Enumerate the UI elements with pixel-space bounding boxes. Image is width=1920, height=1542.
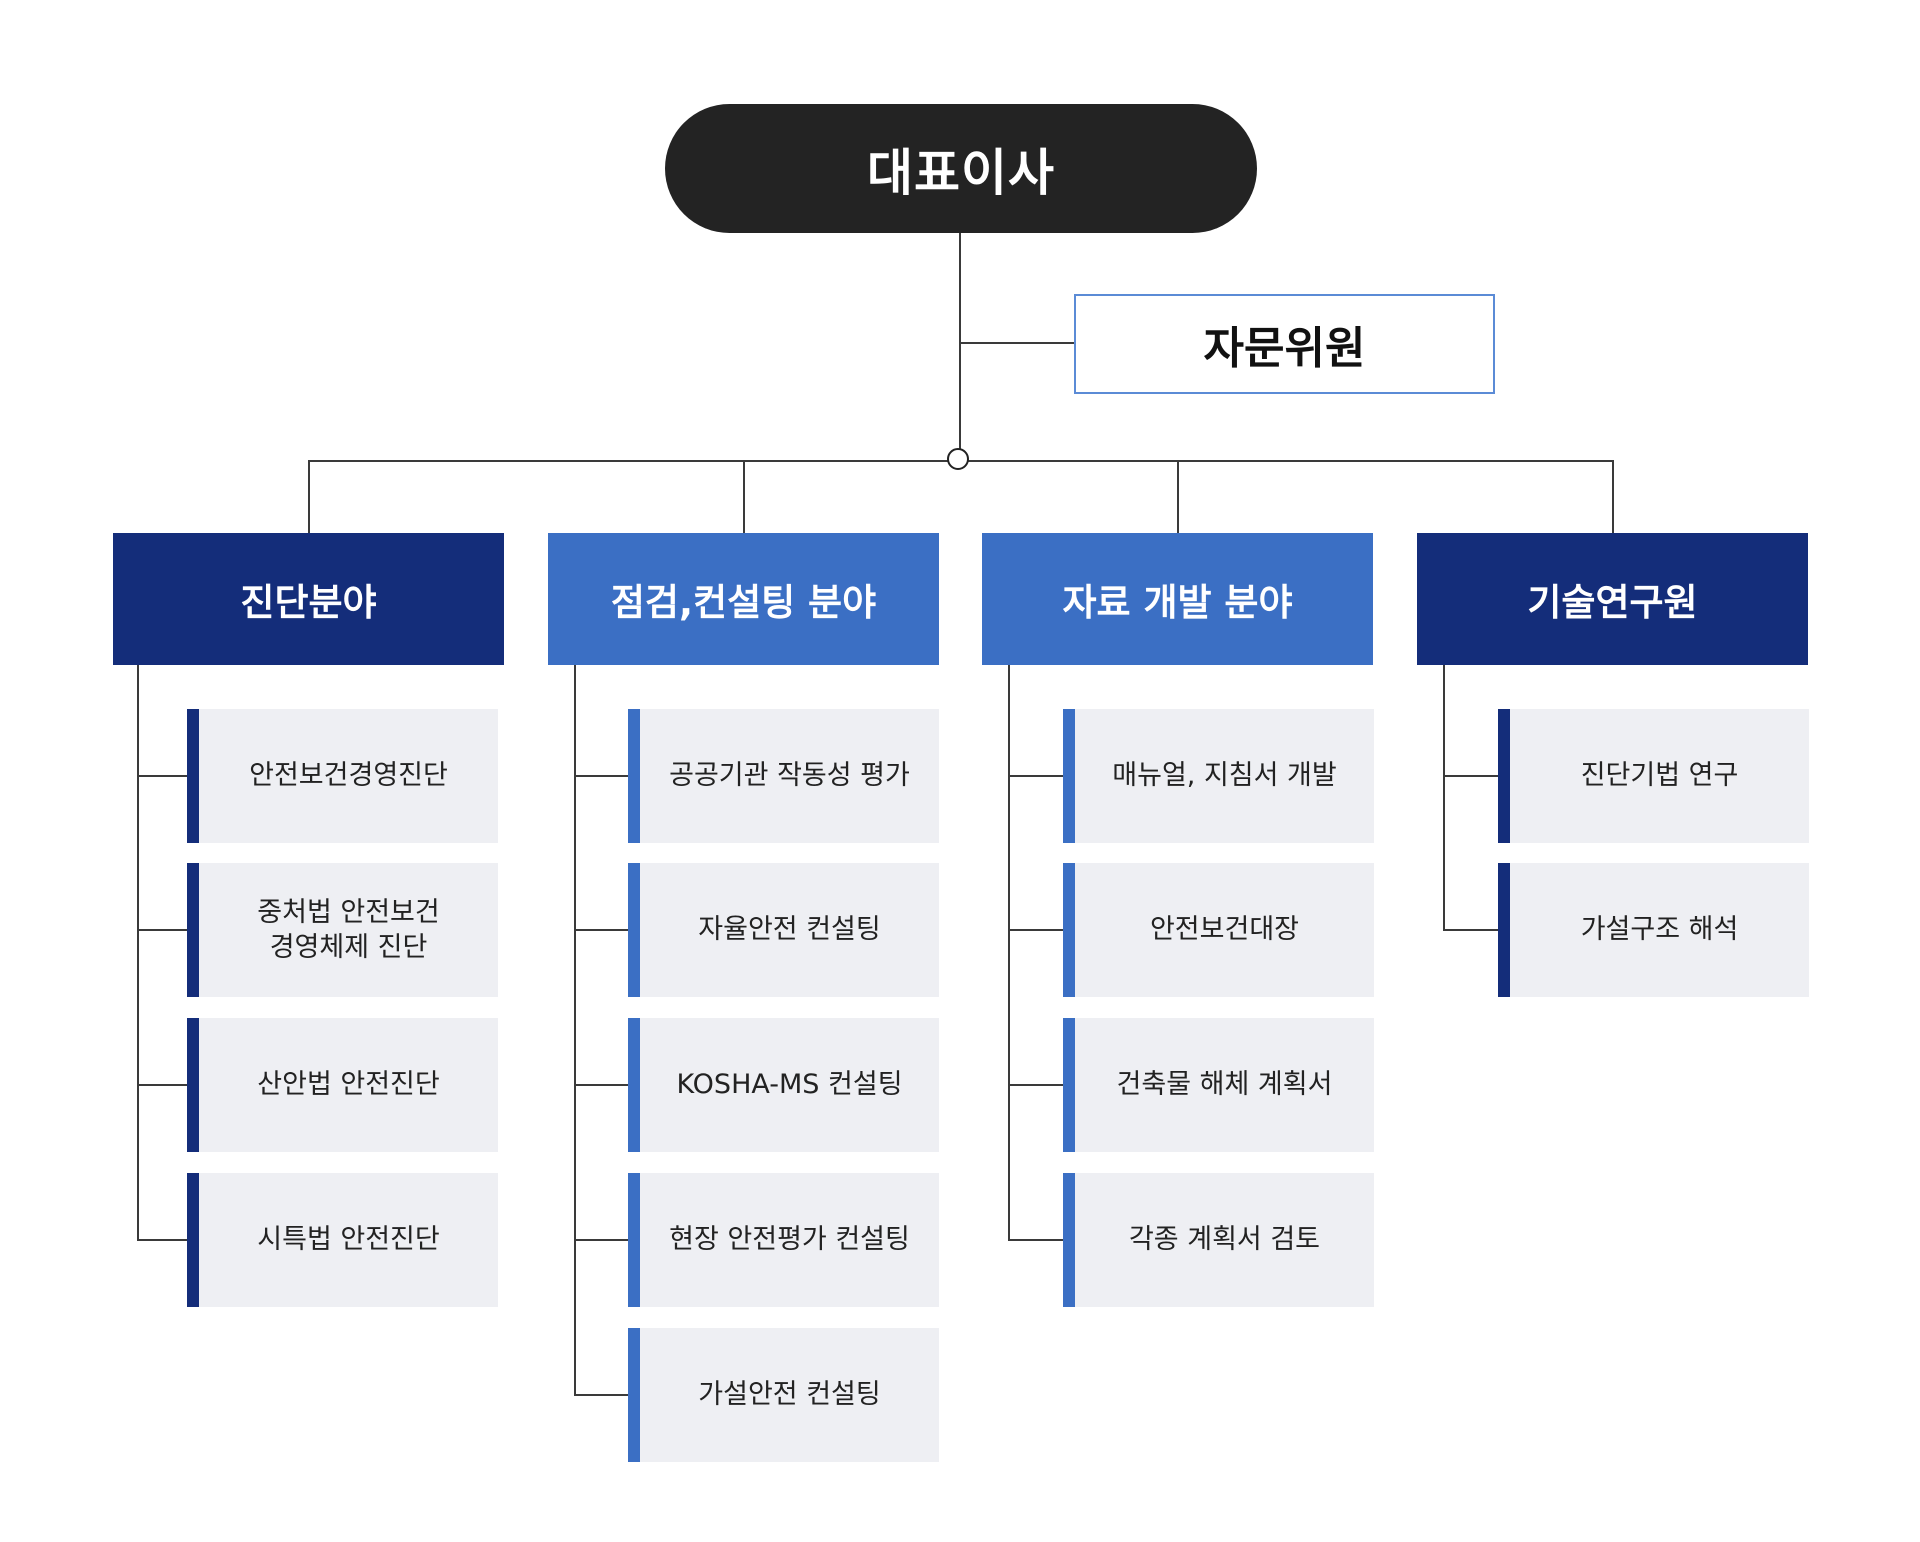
item-label: 중처법 안전보건 경영체제 진단 (257, 896, 440, 963)
department-item: 건축물 해체 계획서 (1063, 1018, 1374, 1152)
department-item: 각종 계획서 검토 (1063, 1173, 1374, 1307)
department-item: 매뉴얼, 지침서 개발 (1063, 709, 1374, 843)
accent-bar (628, 709, 640, 843)
item-label: 공공기관 작동성 평가 (669, 760, 910, 792)
accent-bar (187, 863, 199, 997)
connector-line (742, 461, 745, 533)
item-label: 안전보건경영진단 (249, 760, 448, 792)
tree-branch (1443, 929, 1498, 931)
accent-bar (187, 1173, 199, 1307)
ceo-node: 대표이사 (665, 104, 1257, 233)
department-item: 가설안전 컨설팅 (628, 1328, 939, 1462)
item-label: 가설안전 컨설팅 (698, 1379, 881, 1411)
item-label: 진단기법 연구 (1580, 760, 1739, 792)
tree-branch (137, 1239, 187, 1241)
tree-branch (137, 775, 187, 777)
accent-bar (1063, 1173, 1075, 1307)
item-label: KOSHA-MS 컨설팅 (676, 1069, 903, 1101)
department-item: 산안법 안전진단 (187, 1018, 498, 1152)
accent-bar (628, 1018, 640, 1152)
connector-line (307, 461, 310, 533)
tree-branch (1008, 1239, 1063, 1241)
tree-branch (574, 1084, 628, 1086)
department-header: 자료 개발 분야 (982, 533, 1373, 665)
department-item: 자율안전 컨설팅 (628, 863, 939, 997)
department-header: 점검,컨설팅 분야 (548, 533, 939, 665)
item-label: 건축물 해체 계획서 (1116, 1069, 1333, 1101)
department-item: 안전보건대장 (1063, 863, 1374, 997)
item-label: 산안법 안전진단 (257, 1069, 440, 1101)
tree-line (1443, 665, 1445, 930)
connector-line (959, 233, 961, 450)
tree-line (1008, 665, 1010, 1240)
accent-bar (628, 1173, 640, 1307)
tree-branch (137, 1084, 187, 1086)
accent-bar (187, 709, 199, 843)
tree-branch (1008, 775, 1063, 777)
item-label: 현장 안전평가 컨설팅 (669, 1224, 910, 1256)
tree-branch (574, 929, 628, 931)
tree-branch (574, 1394, 628, 1396)
tree-branch (1008, 929, 1063, 931)
tree-branch (1008, 1084, 1063, 1086)
advisor-node: 자문위원 (1074, 294, 1495, 394)
tree-branch (574, 775, 628, 777)
junction-circle (947, 448, 969, 470)
department-item: KOSHA-MS 컨설팅 (628, 1018, 939, 1152)
tree-line (574, 665, 576, 1395)
department-item: 가설구조 해석 (1498, 863, 1809, 997)
department-item: 중처법 안전보건 경영체제 진단 (187, 863, 498, 997)
connector-line (960, 342, 1074, 344)
connector-line (1611, 461, 1614, 533)
item-label: 가설구조 해석 (1580, 914, 1739, 946)
item-label: 시특법 안전진단 (257, 1224, 440, 1256)
tree-branch (137, 929, 187, 931)
tree-branch (574, 1239, 628, 1241)
accent-bar (1498, 709, 1510, 843)
item-label: 안전보건대장 (1149, 914, 1300, 946)
department-item: 공공기관 작동성 평가 (628, 709, 939, 843)
accent-bar (1063, 863, 1075, 997)
tree-line (137, 665, 139, 1240)
connector-line (1176, 461, 1179, 533)
department-item: 시특법 안전진단 (187, 1173, 498, 1307)
department-header: 기술연구원 (1417, 533, 1808, 665)
item-label: 매뉴얼, 지침서 개발 (1112, 760, 1337, 792)
department-header: 진단분야 (113, 533, 504, 665)
department-item: 안전보건경영진단 (187, 709, 498, 843)
accent-bar (628, 1328, 640, 1462)
accent-bar (1063, 1018, 1075, 1152)
department-item: 진단기법 연구 (1498, 709, 1809, 843)
tree-branch (1443, 775, 1498, 777)
department-item: 현장 안전평가 컨설팅 (628, 1173, 939, 1307)
item-label: 각종 계획서 검토 (1128, 1224, 1321, 1256)
item-label: 자율안전 컨설팅 (698, 914, 881, 946)
accent-bar (628, 863, 640, 997)
accent-bar (1063, 709, 1075, 843)
accent-bar (1498, 863, 1510, 997)
accent-bar (187, 1018, 199, 1152)
